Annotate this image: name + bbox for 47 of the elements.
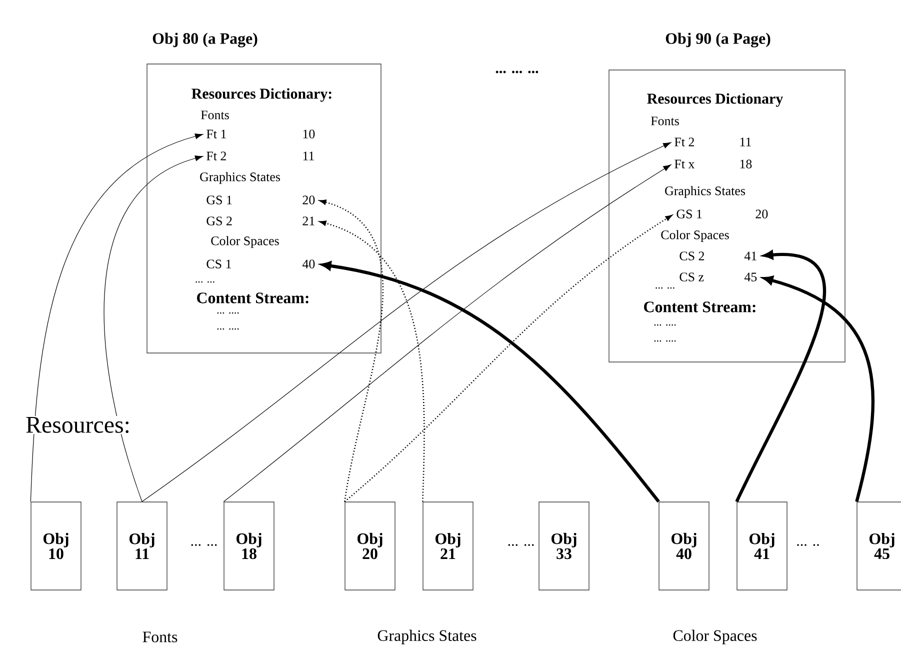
text: Fonts (200, 110, 229, 120)
heading: Content Stream: (644, 302, 756, 312)
text: ... .... (654, 340, 676, 342)
ellipsis: ... ... ... (494, 70, 540, 74)
object-box: Obj 33 (538, 502, 590, 590)
text: Graphics States (665, 186, 746, 198)
text: ... .... (217, 312, 239, 314)
object-box: Obj 10 (30, 502, 82, 590)
page-title: Obj 90 (a Page) (666, 32, 770, 48)
object-box: Obj 40 (658, 502, 710, 590)
heading: Resources Dictionary (647, 93, 783, 107)
text: ... .... (654, 324, 676, 326)
heading: Resources Dictionary: (192, 88, 332, 102)
table-row: Ft 2 11 (674, 138, 751, 146)
table-row: CS 1 40 (206, 260, 315, 268)
ellipsis: ... ... (189, 543, 219, 547)
text: Fonts (650, 116, 679, 126)
text: Graphics States (200, 172, 280, 184)
object-box: Obj 11 (116, 502, 168, 590)
ellipsis: ... ... (506, 543, 536, 547)
group-label: Fonts (141, 630, 179, 644)
table-row: GS 1 20 (676, 210, 768, 218)
arrow (104, 156, 203, 502)
object-box: Obj 45 (856, 502, 901, 590)
heading: Content Stream: (197, 292, 308, 304)
object-box: Obj 41 (736, 502, 788, 590)
text: Color Spaces (661, 230, 729, 242)
text: ... ... (196, 281, 214, 283)
text: Color Spaces (211, 236, 279, 248)
table-row: CS 2 41 (680, 252, 756, 260)
section-label: Resources: (24, 416, 132, 434)
table-row: CS z 45 (680, 272, 757, 282)
object-box: Obj 21 (422, 502, 474, 590)
group-label: Graphics States (376, 628, 478, 646)
object-box: Obj 20 (344, 502, 396, 590)
text: ... ... (656, 287, 674, 289)
table-row: GS 1 20 (206, 196, 315, 204)
table-row: Ft x 18 (674, 160, 752, 168)
table-row: Ft 2 11 (206, 152, 314, 160)
page-title: Obj 80 (a Page) (152, 32, 258, 48)
ellipsis: ... .. (795, 543, 821, 547)
group-label: Color Spaces (672, 628, 758, 646)
table-row: GS 2 21 (206, 216, 314, 226)
table-row: Ft 1 10 (206, 130, 315, 138)
arrow (30, 134, 203, 502)
object-box: Obj 18 (224, 502, 274, 590)
text: ... .... (217, 328, 239, 330)
